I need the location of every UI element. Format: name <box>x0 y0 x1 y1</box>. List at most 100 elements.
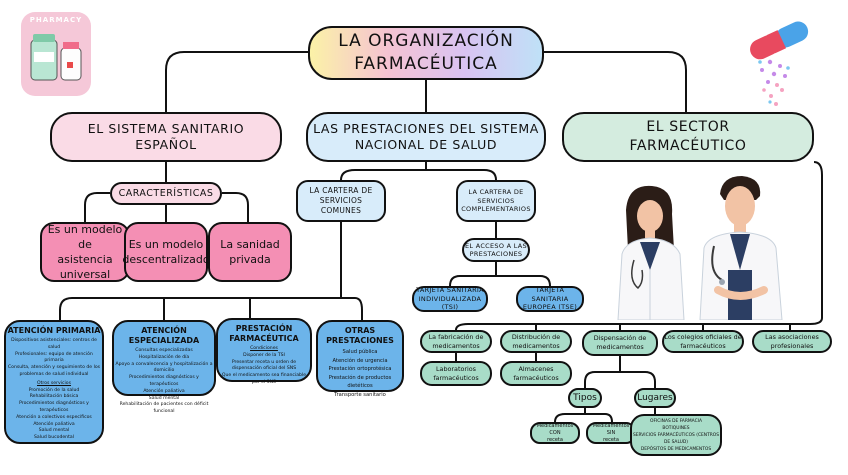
cartera-complementarios: LA CARTERA DE SERVICIOS COMPLEMENTARIOS <box>456 180 536 222</box>
branch-sector-line1: EL SECTOR <box>646 118 729 137</box>
lugares-label: Lugares <box>634 388 676 408</box>
capsule-icon <box>740 18 820 110</box>
tipo-con-receta: Medicamentos CON receta <box>530 422 580 444</box>
sector-distribucion: Distribución de medicamentos <box>500 330 572 353</box>
sector-asociaciones: Las asociaciones profesionales <box>752 330 832 353</box>
branch-sistema-line1: EL SISTEMA SANITARIO <box>88 121 244 137</box>
acceso-prestaciones: EL ACCESO A LAS PRESTACIONES <box>462 238 530 262</box>
caracteristicas-label: CARACTERÍSTICAS <box>110 182 222 205</box>
pf-item: Disponer de la TSI <box>218 353 310 360</box>
ap-item: Consulta, atención y seguimiento de los <box>6 365 102 372</box>
con-receta-line1: Medicamentos CON <box>532 423 578 437</box>
dispensacion-line1: Dispensación de <box>594 334 647 343</box>
fabricacion-line2: medicamentos <box>432 342 479 351</box>
atencion-especializada-box: ATENCIÓN ESPECIALIZADA Consultas especia… <box>112 320 216 396</box>
distribucion-line2: medicamentos <box>512 342 559 351</box>
cartera-comunes-line3: COMUNES <box>321 206 361 216</box>
doctors-illustration <box>604 170 800 320</box>
branch-prestaciones-line2: NACIONAL DE SALUD <box>355 137 497 153</box>
tipo-sin-receta: Medicamentos SIN receta <box>586 422 636 444</box>
pf-item: Que el medicamento sea financiable por e… <box>218 373 310 387</box>
ap-item2: Procedimientos diagnósticos y terapéutic… <box>6 401 102 415</box>
main-title-line1: LA ORGANIZACIÓN <box>338 30 514 53</box>
op-item: Transporte sanitario <box>318 391 402 400</box>
lugares-list: OFICINAS DE FARMACIA BOTIQUINES SERVICIO… <box>630 414 722 456</box>
sector-colegios: Los colegios oficiales de farmacéuticos <box>662 330 744 353</box>
caracteristica-privada-line1: La sanidad privada <box>210 237 290 267</box>
branch-sector-line2: FARMACÉUTICO <box>629 137 746 156</box>
ap-item2: Atención a colectivos específicos <box>6 415 102 422</box>
branch-sistema-line2: ESPAÑOL <box>135 137 196 153</box>
cartera-complementarios-line3: COMPLEMENTARIOS <box>461 205 531 214</box>
ae-item: Consultas especializadas <box>114 348 214 355</box>
dispensacion-line2: medicamentos <box>596 343 643 352</box>
con-receta-line2: receta <box>547 437 563 444</box>
branch-prestaciones: LAS PRESTACIONES DEL SISTEMA NACIONAL DE… <box>306 112 546 162</box>
asociaciones-line1: Las asociaciones <box>765 333 819 342</box>
pharmacy-badge-icon: PHARMACY <box>21 12 91 96</box>
medicine-bottles-icon <box>21 12 91 96</box>
caracteristica-universal-line1: Es un modelo de <box>42 222 128 252</box>
ap-item: problemas de salud individual <box>6 372 102 379</box>
cartera-comunes: LA CARTERA DE SERVICIOS COMUNES <box>296 180 386 222</box>
tarjeta-tse-line1: TARJETA SANITARIA <box>518 286 582 303</box>
branch-prestaciones-line1: LAS PRESTACIONES DEL SISTEMA <box>313 121 539 137</box>
branch-sector: EL SECTOR FARMACÉUTICO <box>562 112 814 162</box>
atencion-primaria-title: ATENCIÓN PRIMARIA <box>6 326 102 336</box>
main-title-line2: FARMACÉUTICA <box>354 53 498 76</box>
otras-prestaciones-title: OTRAS PRESTACIONES <box>318 326 402 346</box>
caracteristica-universal: Es un modelo de asistencia universal <box>40 222 130 282</box>
pf-title-line2: FARMACÉUTICA <box>218 334 310 344</box>
acceso-line2: PRESTACIONES <box>470 250 523 259</box>
ap-subheading: Otros servicios <box>6 381 102 388</box>
distribucion-line1: Distribución de <box>512 333 560 342</box>
sector-laboratorios: Laboratorios farmacéuticos <box>420 361 492 386</box>
pf-title-line1: PRESTACIÓN <box>218 324 310 334</box>
branch-sistema-sanitario: EL SISTEMA SANITARIO ESPAÑOL <box>50 112 282 162</box>
atencion-primaria-box: ATENCIÓN PRIMARIA Dispositivos asistenci… <box>4 320 104 444</box>
pf-item: Presentar receta u orden de dispensación… <box>218 360 310 374</box>
caracteristica-descentralizado-line2: descentralizado <box>122 252 209 267</box>
colegios-line1: Los colegios oficiales de <box>664 333 741 342</box>
tarjeta-tse: TARJETA SANITARIA EUROPEA (TSE) <box>516 286 584 312</box>
almacenes-line2: farmacéuticos <box>513 374 558 383</box>
sin-receta-line1: Medicamentos SIN <box>588 423 634 437</box>
lugar-item: DEPÓSITOS DE MEDICAMENTOS <box>641 446 711 453</box>
cartera-complementarios-line1: LA CARTERA DE <box>468 188 523 197</box>
ap-item: Profesionales: equipo de atención primar… <box>6 352 102 366</box>
atencion-especializada-title: ATENCIÓN ESPECIALIZADA <box>114 326 214 346</box>
fabricacion-line1: La fabricación de <box>429 333 484 342</box>
op-item: Prestación ortoprotésica <box>318 365 402 374</box>
lugar-item: OFICINAS DE FARMACIA <box>650 418 702 425</box>
ae-item: Procedimientos diagnósticos y terapéutic… <box>114 375 214 389</box>
sector-fabricacion: La fabricación de medicamentos <box>420 330 492 353</box>
laboratorios-line1: Laboratorios <box>436 365 476 374</box>
ae-item: Hospitalización de día <box>114 355 214 362</box>
op-item: Atención de urgencia <box>318 357 402 366</box>
ap-item: Dispositivos asistenciales: centros de s… <box>6 338 102 352</box>
ae-item: Rehabilitación de pacientes con déficit … <box>114 402 214 416</box>
acceso-line1: EL ACCESO A LAS <box>465 242 527 251</box>
almacenes-line1: Almacenes <box>518 365 553 374</box>
prestacion-farmaceutica-box: PRESTACIÓN FARMACÉUTICA Condiciones Disp… <box>216 318 312 382</box>
pf-subheading: Condiciones <box>218 346 310 353</box>
ae-item: Atención paliativa <box>114 389 214 396</box>
main-title: LA ORGANIZACIÓN FARMACÉUTICA <box>308 26 544 80</box>
sector-dispensacion: Dispensación de medicamentos <box>582 330 658 356</box>
tarjeta-tsi-line2: INDIVIDUALIZADA (TSI) <box>414 295 486 312</box>
ap-item2: Salud bucodental <box>6 435 102 442</box>
caracteristica-universal-line2: asistencia universal <box>42 252 128 282</box>
lugar-item: SERVICIOS FARMACÉUTICOS (CENTROS DE SALU… <box>632 432 720 446</box>
tipos-label: Tipos <box>568 388 602 408</box>
colegios-line2: farmacéuticos <box>680 342 725 351</box>
op-item: Salud pública <box>318 348 402 357</box>
cartera-comunes-line2: SERVICIOS <box>320 196 362 206</box>
lugar-item: BOTIQUINES <box>662 425 689 432</box>
op-item: Prestación de productos dietéticos <box>318 374 402 391</box>
sin-receta-line2: receta <box>603 437 619 444</box>
caracteristica-descentralizado: Es un modelo descentralizado <box>124 222 208 282</box>
caracteristica-sanidad-privada: La sanidad privada <box>208 222 292 282</box>
laboratorios-line2: farmacéuticos <box>433 374 478 383</box>
sector-almacenes: Almacenes farmacéuticos <box>500 361 572 386</box>
tarjeta-tsi-line1: TARJETA SANITARIA <box>416 286 484 295</box>
